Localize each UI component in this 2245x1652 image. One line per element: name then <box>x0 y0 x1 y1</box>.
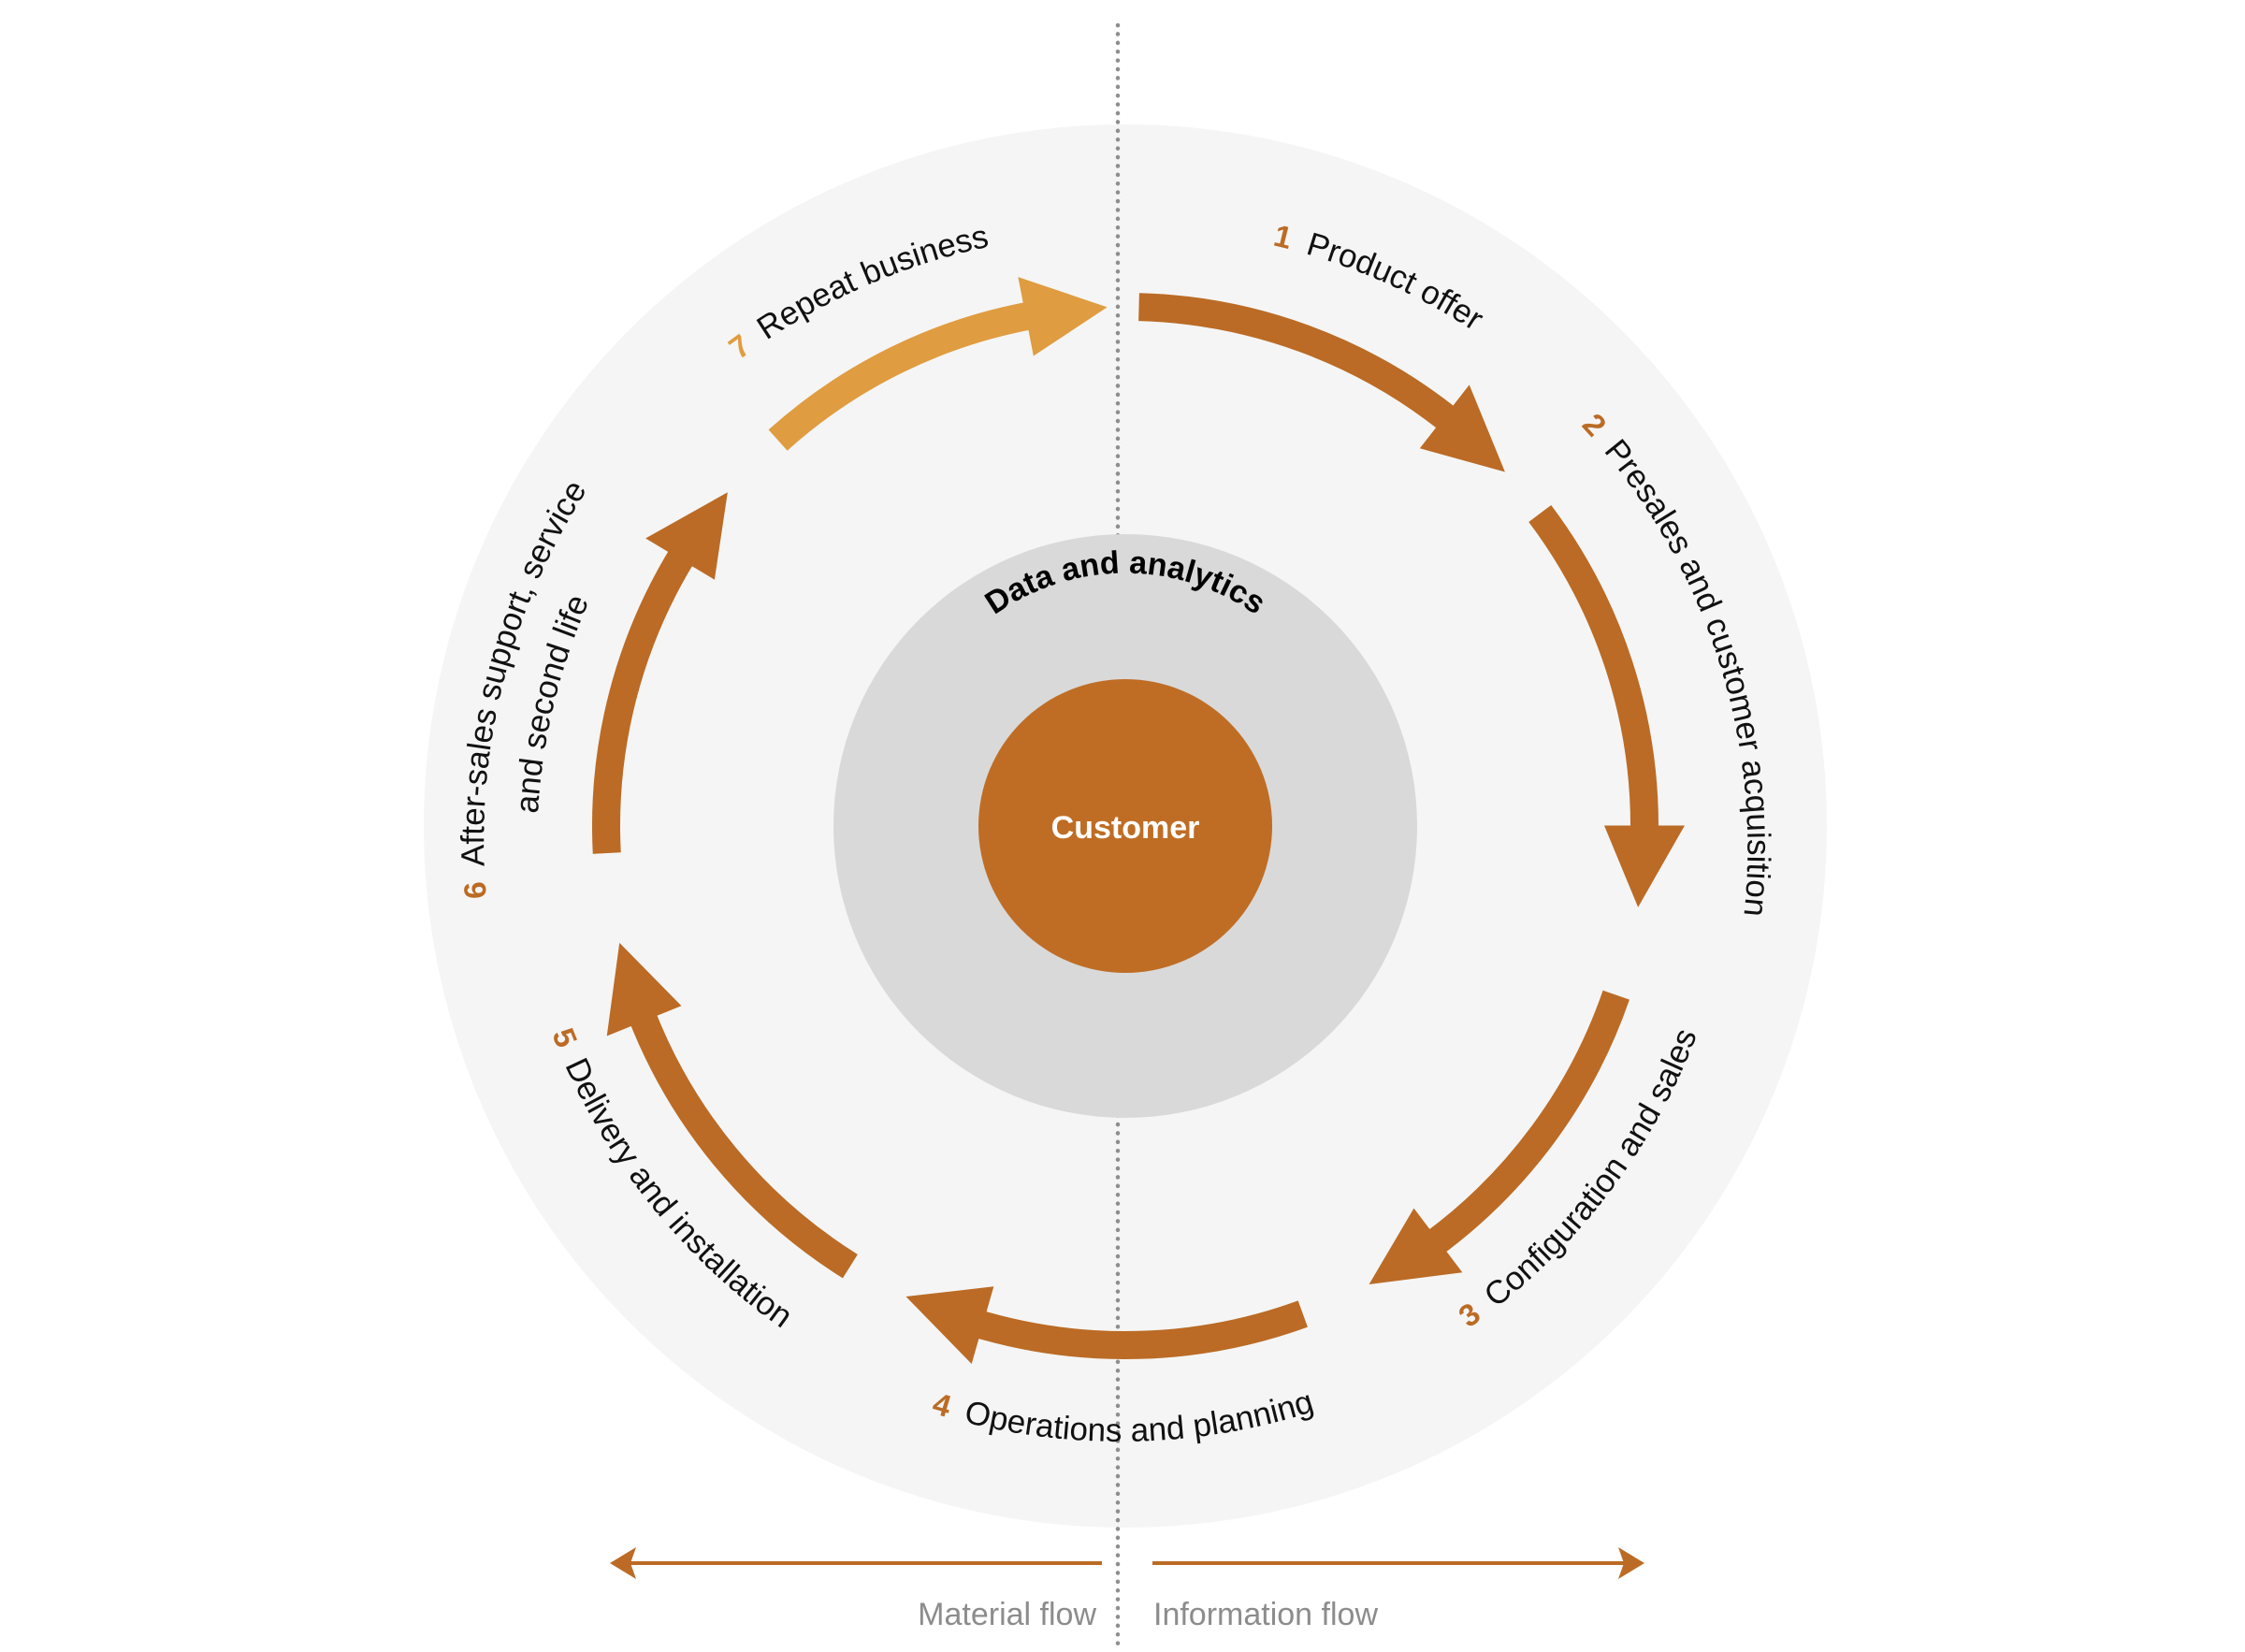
step-7-arrow-shaft <box>768 300 1037 451</box>
step-6-arrow-head <box>645 492 728 580</box>
material-flow-label: Material flow <box>918 1597 1096 1632</box>
material-flow-arrow <box>610 1547 1102 1579</box>
step-3-arrow-head <box>1369 1208 1463 1285</box>
customer-circle <box>978 679 1272 973</box>
step-5-arrow-shaft <box>628 1007 858 1279</box>
step-1-arrow-shaft <box>1138 293 1461 434</box>
step-4-arrow-head <box>905 1286 994 1364</box>
information-flow-arrow <box>1152 1547 1644 1579</box>
information-flow-label: Information flow <box>1153 1597 1378 1632</box>
step-1-arrow-head <box>1419 384 1505 472</box>
step-6-number: 6 <box>457 880 493 900</box>
step-7-arrow-head <box>1018 277 1108 356</box>
step-4-arrow-shaft <box>969 1300 1308 1359</box>
step-2-arrow-shaft <box>1528 504 1658 835</box>
step-3-arrow-shaft <box>1422 990 1629 1257</box>
step-5-arrow-head <box>606 942 682 1036</box>
customer-label: Customer <box>1051 810 1200 846</box>
step-6-arrow-shaft <box>592 543 697 854</box>
step-2-arrow-head <box>1603 825 1685 907</box>
cycle-arrows <box>592 277 1685 1364</box>
legend: Material flow Information flow <box>610 1547 1644 1632</box>
